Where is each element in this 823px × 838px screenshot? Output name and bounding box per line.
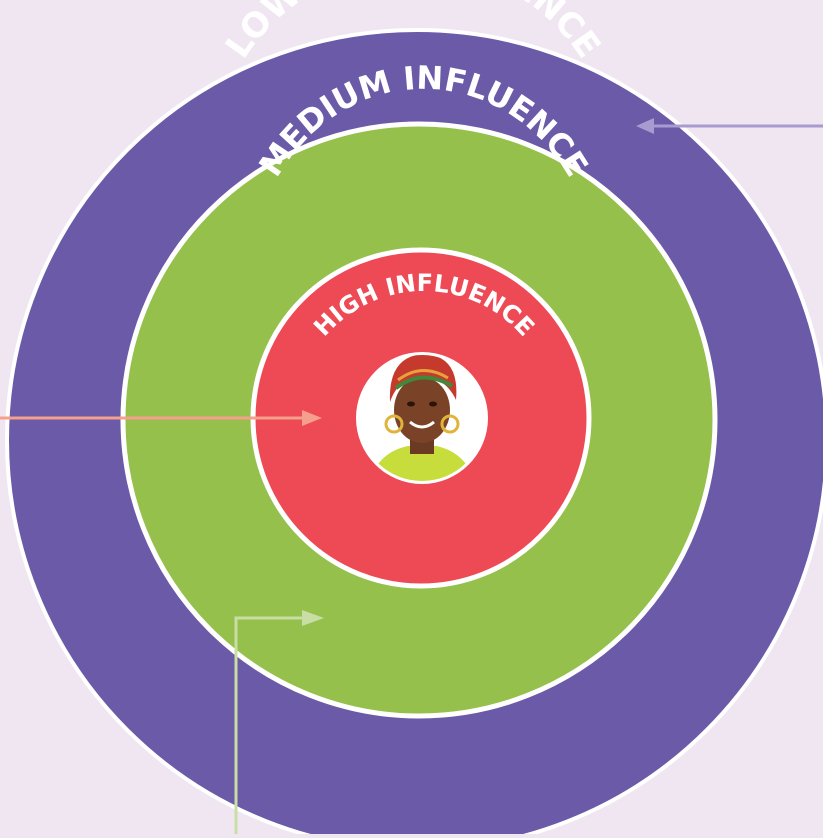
woman-portrait-icon	[356, 352, 488, 484]
arrow-to-medium-influence	[234, 610, 324, 834]
arrow-to-low-influence	[636, 118, 823, 134]
arrow-to-high-influence	[0, 410, 322, 426]
